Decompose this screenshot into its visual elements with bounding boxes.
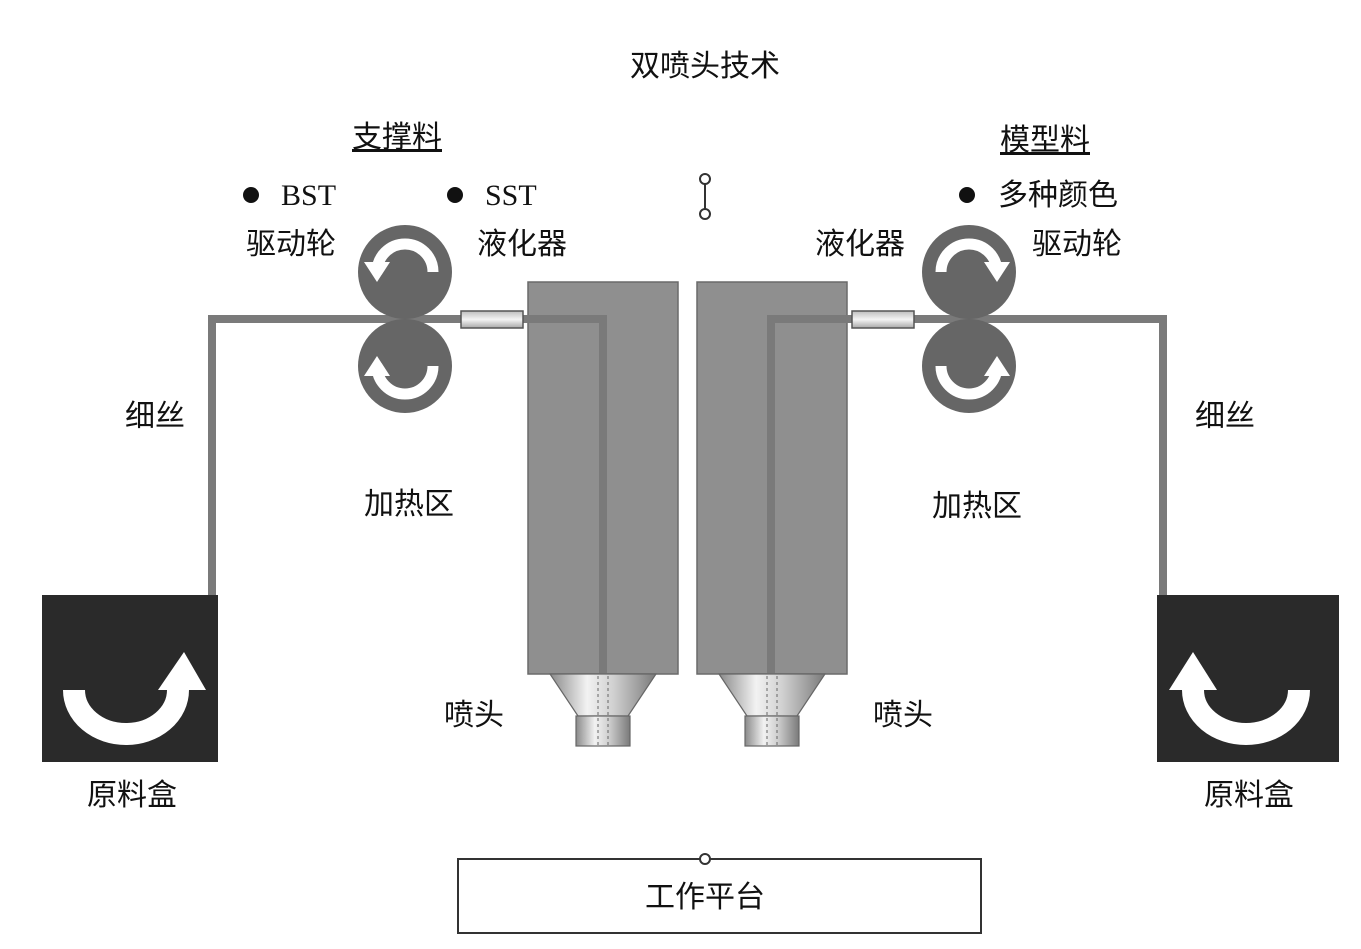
right-header-model-material: 模型料	[1000, 123, 1090, 158]
right-liquefier-tube	[851, 310, 915, 329]
right-filament-label: 细丝	[1195, 399, 1255, 434]
left-drive-wheel-label: 驱动轮	[246, 227, 336, 262]
left-material-box	[42, 595, 218, 762]
left-top-wheel-arrow-icon	[364, 238, 439, 282]
right-material-box	[1157, 595, 1339, 762]
right-drive-wheels	[922, 225, 1016, 413]
right-nozzle-label: 喷头	[873, 698, 933, 733]
left-heating-zone-label: 加热区	[364, 487, 454, 522]
right-drive-wheel-label: 驱动轮	[1032, 227, 1122, 262]
right-box-rotate-arrow-icon	[1169, 652, 1310, 745]
left-box-rotate-arrow-icon	[63, 652, 206, 745]
left-nozzle	[548, 673, 658, 747]
right-bullet-1-label: 多种颜色	[998, 178, 1118, 213]
left-bullet-2-dot	[447, 187, 463, 203]
right-material-box-label: 原料盒	[1204, 778, 1294, 813]
work-platform: 工作平台	[457, 853, 982, 934]
left-header-support-material: 支撑料	[352, 120, 442, 155]
right-top-wheel-arrow-icon	[935, 238, 1010, 282]
left-filament-label: 细丝	[125, 399, 185, 434]
center-bracket	[699, 173, 711, 220]
left-bottom-wheel-arrow-icon	[364, 356, 439, 400]
right-bottom-wheel-arrow-icon	[935, 356, 1010, 400]
left-bullet-1-dot	[243, 187, 259, 203]
left-filament-path	[208, 315, 607, 676]
right-nozzle	[717, 673, 827, 747]
right-bullet-1-dot	[959, 187, 975, 203]
right-heating-zone-label: 加热区	[932, 489, 1022, 524]
left-nozzle-label: 喷头	[444, 698, 504, 733]
diagram-title: 双喷头技术	[630, 49, 780, 84]
left-liquefier-tube	[460, 310, 524, 329]
left-drive-wheels	[358, 225, 452, 413]
left-bullet-2-label: SST	[485, 179, 537, 212]
left-bullet-1-label: BST	[281, 179, 336, 212]
right-liquefier-label: 液化器	[815, 227, 905, 262]
left-material-box-label: 原料盒	[87, 778, 177, 813]
work-platform-label: 工作平台	[645, 880, 765, 915]
right-filament-path	[767, 315, 1167, 676]
left-liquefier-label: 液化器	[477, 227, 567, 262]
